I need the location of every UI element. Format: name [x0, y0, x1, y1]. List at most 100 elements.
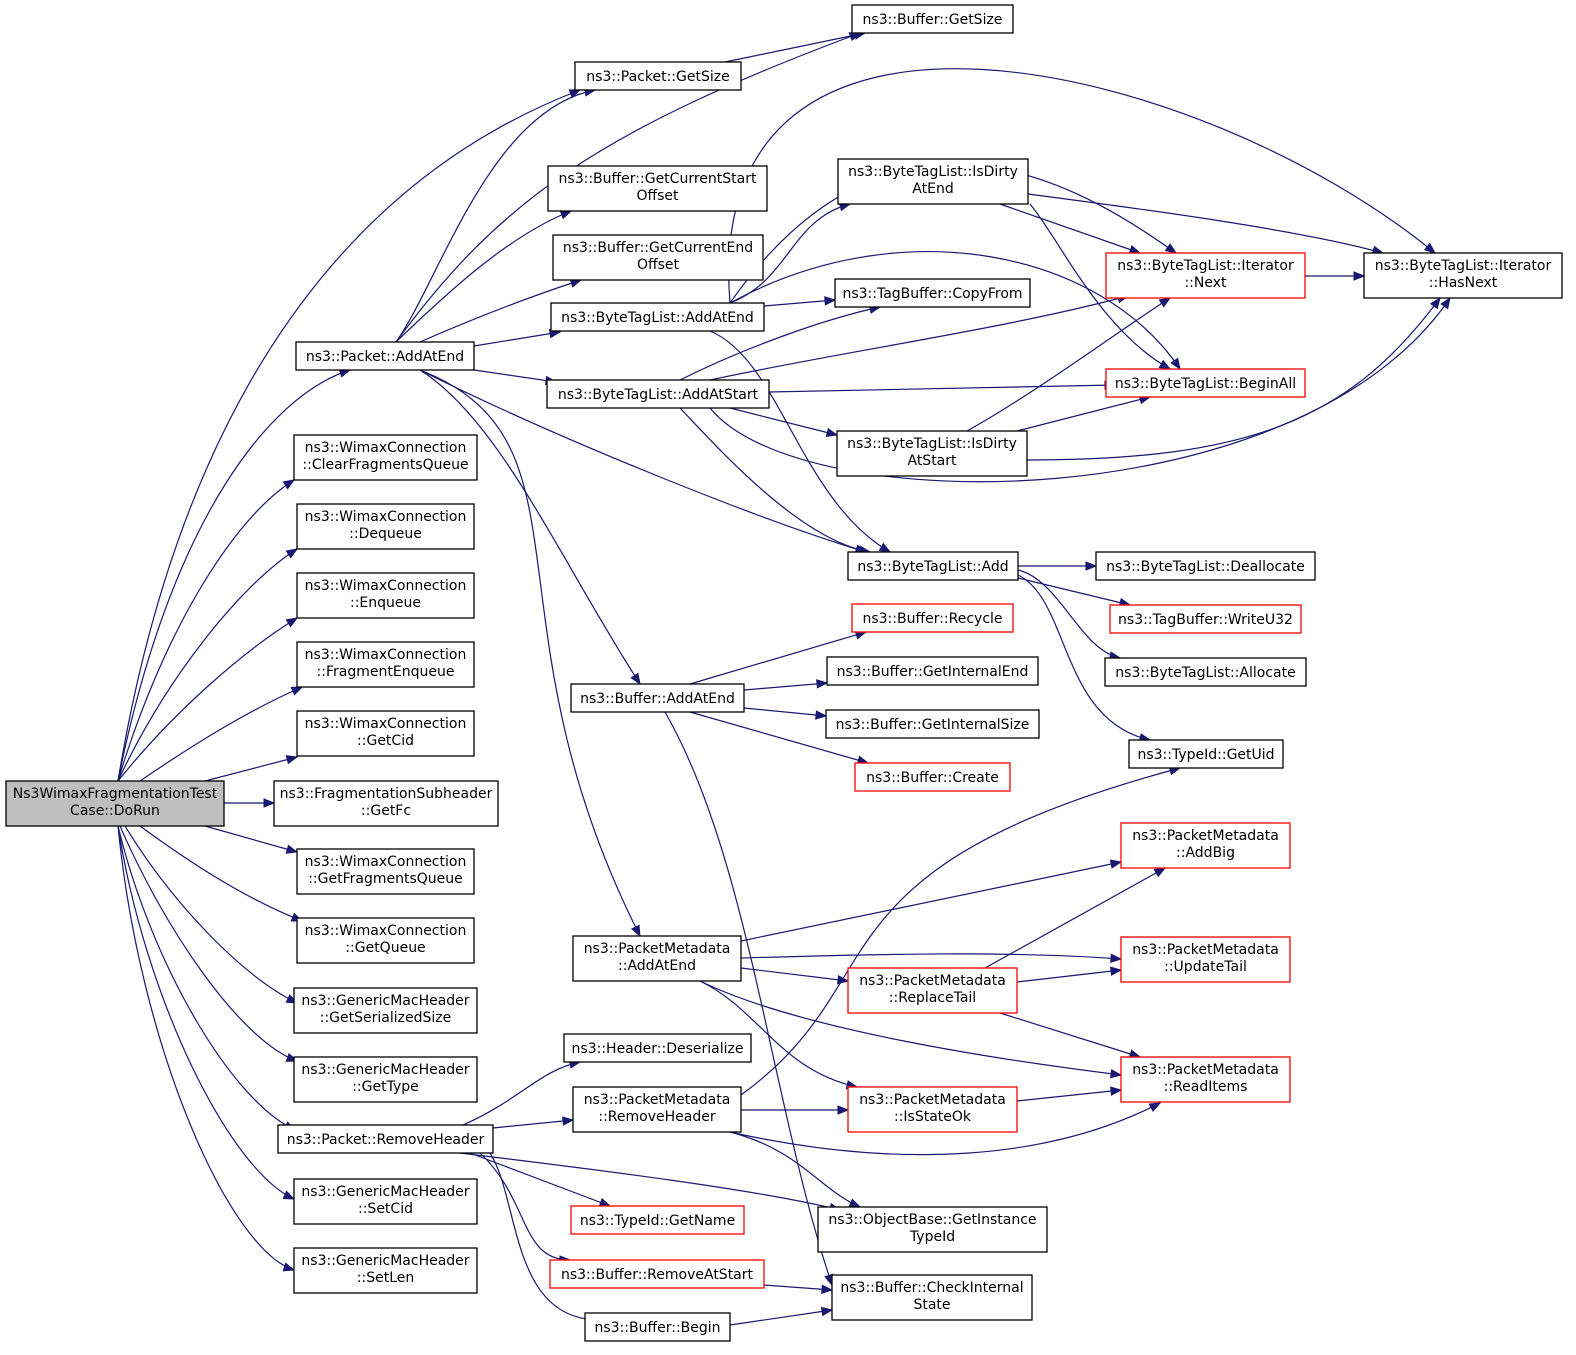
node-btl_beginall[interactable]: ns3::ByteTagList::BeginAll [1105, 368, 1306, 398]
node-box [293, 987, 478, 1034]
node-buf_internalend[interactable]: ns3::Buffer::GetInternalEnd [826, 656, 1039, 686]
node-fsh_getfc[interactable]: ns3::FragmentationSubheader::GetFc [273, 780, 499, 827]
node-btl_addatstart[interactable]: ns3::ByteTagList::AddAtStart [546, 379, 770, 409]
node-box [295, 341, 475, 371]
node-buf_internalsize[interactable]: ns3::Buffer::GetInternalSize [825, 709, 1040, 739]
node-tagbuf_writeu32[interactable]: ns3::TagBuffer::WriteU32 [1109, 604, 1302, 634]
node-wc_enqueue[interactable]: ns3::WimaxConnection::Enqueue [296, 572, 475, 619]
node-tagbuf_copyfrom[interactable]: ns3::TagBuffer::CopyFrom [834, 278, 1031, 308]
edge-arrowhead [816, 679, 829, 689]
call-edge-root-to-wc_enqueue [117, 617, 299, 782]
edge-arrowhead [815, 710, 828, 720]
node-wc_getcid[interactable]: ns3::WimaxConnection::GetCid [296, 710, 475, 757]
call-edge-pm_replacetail-to-pm_readitems [999, 1012, 1142, 1059]
edge-arrowhead [824, 296, 837, 306]
edge-arrowhead [1109, 1069, 1123, 1079]
node-box [570, 1205, 745, 1235]
call-edge-btl_addatend-to-tagbuf_copyfrom [763, 296, 837, 307]
node-typeid_getname[interactable]: ns3::TypeId::GetName [570, 1205, 745, 1235]
call-edge-pm_removeheader-to-pm_isstateok [741, 1105, 850, 1115]
node-gmh_getser[interactable]: ns3::GenericMacHeader::GetSerializedSize [293, 987, 478, 1034]
node-pm_updatetail[interactable]: ns3::PacketMetadata::UpdateTail [1120, 936, 1291, 983]
node-pm_readitems[interactable]: ns3::PacketMetadata::ReadItems [1120, 1056, 1291, 1103]
node-box [836, 430, 1028, 477]
node-label: ns3::PacketMetadata [584, 941, 731, 957]
edge-arrowhead [263, 798, 276, 808]
node-label: ns3::Buffer::GetInternalSize [836, 717, 1030, 733]
edge-line [729, 1309, 833, 1326]
node-label: ns3::Buffer::CheckInternal [840, 1280, 1023, 1296]
node-btl_alloc[interactable]: ns3::ByteTagList::Allocate [1104, 657, 1307, 687]
node-label: ns3::TagBuffer::WriteU32 [1118, 612, 1293, 628]
node-label: ns3::PacketMetadata [859, 1092, 1006, 1108]
node-box [273, 780, 499, 827]
edge-arrowhead [821, 1284, 834, 1294]
edge-arrowhead [820, 1306, 834, 1317]
node-box [296, 641, 475, 688]
call-edge-pkt_addatend-to-btl_addatend [473, 329, 562, 347]
call-edge-pm_addatend-to-pm_replacetail [740, 967, 850, 985]
node-box [296, 710, 475, 757]
node-wc_clearfrag[interactable]: ns3::WimaxConnection::ClearFragmentsQueu… [293, 434, 478, 481]
call-edge-pkt_removeheader-to-typeid_getname [469, 1152, 612, 1207]
node-btl_it_next[interactable]: ns3::ByteTagList::Iterator::Next [1105, 252, 1306, 299]
node-btl_dealloc[interactable]: ns3::ByteTagList::Deallocate [1095, 551, 1316, 581]
edge-line [1016, 396, 1151, 432]
node-box [847, 551, 1019, 581]
node-pm_addbig[interactable]: ns3::PacketMetadata::AddBig [1120, 822, 1291, 869]
node-pm_isstateok[interactable]: ns3::PacketMetadata::IsStateOk [847, 1086, 1018, 1133]
node-pm_addatend[interactable]: ns3::PacketMetadata::AddAtEnd [572, 935, 742, 982]
node-buf_getsize[interactable]: ns3::Buffer::GetSize [851, 4, 1014, 34]
node-box [1109, 604, 1302, 634]
node-btl_add[interactable]: ns3::ByteTagList::Add [847, 551, 1019, 581]
node-pm_replacetail[interactable]: ns3::PacketMetadata::ReplaceTail [847, 967, 1018, 1014]
node-label: ns3::ByteTagList::Deallocate [1106, 559, 1305, 575]
call-edge-buf_begin-to-buf_checkinternal [729, 1306, 834, 1326]
node-gmh_setlen[interactable]: ns3::GenericMacHeader::SetLen [293, 1247, 478, 1294]
node-buf_recycle[interactable]: ns3::Buffer::Recycle [851, 603, 1014, 633]
node-wc_fragenq[interactable]: ns3::WimaxConnection::FragmentEnqueue [296, 641, 475, 688]
node-wc_getfragq[interactable]: ns3::WimaxConnection::GetFragmentsQueue [296, 848, 475, 895]
node-gmh_setcid[interactable]: ns3::GenericMacHeader::SetCid [293, 1178, 478, 1225]
node-box [296, 848, 475, 895]
call-edge-btl_add-to-tagbuf_writeu32 [1017, 577, 1132, 608]
node-typeid_getuid[interactable]: ns3::TypeId::GetUid [1128, 739, 1284, 769]
edge-line [1026, 297, 1441, 461]
node-buf_begin[interactable]: ns3::Buffer::Begin [584, 1312, 731, 1342]
call-edge-pkt_removeheader-to-ob_getinsttypeid [459, 1152, 842, 1213]
node-label: ns3::Buffer::Create [866, 770, 999, 786]
node-label: Offset [636, 188, 679, 204]
edge-line [117, 89, 581, 782]
edge-arrowhead [1153, 867, 1167, 878]
node-pkt_addatend[interactable]: ns3::Packet::AddAtEnd [295, 341, 475, 371]
call-edge-root-to-gmh_getser [124, 825, 299, 1004]
node-pkt_removeheader[interactable]: ns3::Packet::RemoveHeader [277, 1124, 494, 1154]
node-wc_dequeue[interactable]: ns3::WimaxConnection::Dequeue [296, 503, 475, 550]
node-pkt_getsize[interactable]: ns3::Packet::GetSize [574, 61, 742, 91]
node-pm_removeheader[interactable]: ns3::PacketMetadata::RemoveHeader [572, 1086, 742, 1133]
node-buf_create[interactable]: ns3::Buffer::Create [854, 762, 1011, 792]
node-gmh_gettype[interactable]: ns3::GenericMacHeader::GetType [293, 1056, 478, 1103]
node-buf_addatend[interactable]: ns3::Buffer::AddAtEnd [570, 683, 745, 713]
node-buf_removeatstart[interactable]: ns3::Buffer::RemoveAtStart [549, 1259, 765, 1289]
node-btl_it_hasnext[interactable]: ns3::ByteTagList::Iterator::HasNext [1363, 252, 1563, 299]
node-box [546, 379, 770, 409]
node-label: ::AddBig [1176, 845, 1235, 861]
node-wc_getqueue[interactable]: ns3::WimaxConnection::GetQueue [296, 917, 475, 964]
node-header_deser[interactable]: ns3::Header::Deserialize [563, 1033, 752, 1063]
node-label: ns3::WimaxConnection [305, 440, 467, 456]
edge-line [204, 756, 298, 782]
node-label: ns3::GenericMacHeader [301, 1184, 469, 1200]
node-label: ::SetLen [357, 1270, 414, 1286]
node-btl_addatend[interactable]: ns3::ByteTagList::AddAtEnd [550, 302, 765, 332]
node-label: ns3::WimaxConnection [305, 923, 467, 939]
node-box [1105, 252, 1306, 299]
call-edge-buf_addatend-to-buf_internalend [743, 679, 829, 691]
